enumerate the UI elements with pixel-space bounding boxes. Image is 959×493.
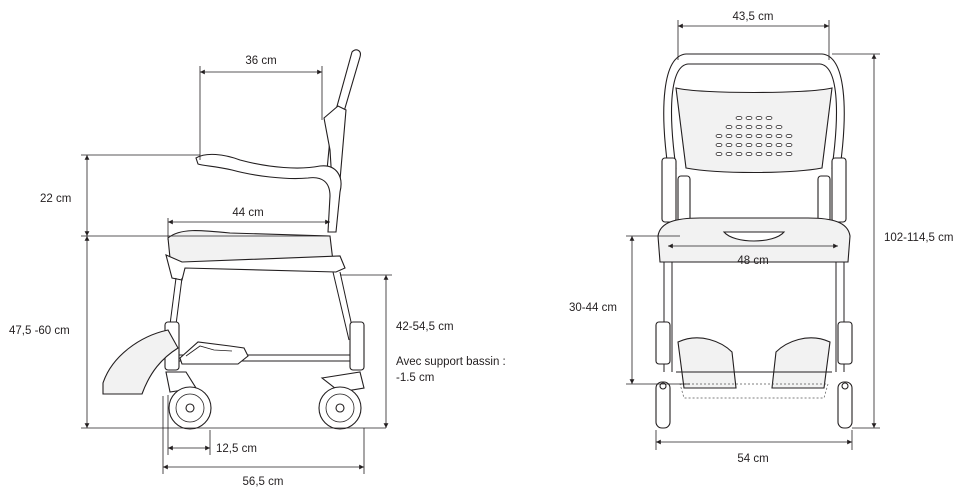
perforation-dot: [735, 152, 743, 156]
perforation-dot: [725, 134, 733, 138]
side-armrest: [195, 153, 342, 233]
label-armrest-height: 22 cm: [40, 193, 71, 205]
perforation-dot: [765, 134, 773, 138]
perforation-dot: [785, 134, 793, 138]
perforation-dot: [775, 134, 783, 138]
perforation-dot: [755, 125, 763, 129]
perforation-dot: [735, 116, 743, 120]
perforation-dot: [745, 116, 753, 120]
perforation-dot: [745, 152, 753, 156]
front-view-chair-drawing: [655, 53, 853, 429]
perforation-dot: [775, 143, 783, 147]
front-view-dimensions: [626, 20, 880, 450]
side-rear-caster-housing: [349, 321, 365, 371]
perforation-dot: [785, 143, 793, 147]
front-right-footrest: [771, 337, 831, 389]
perforation-dot: [745, 125, 753, 129]
label-overall-height: 102-114,5 cm: [884, 232, 953, 244]
side-seat-lower-frame: [165, 254, 346, 281]
perforation-dot: [755, 152, 763, 156]
perforation-dot: [775, 125, 783, 129]
label-seat-height-pan: 42-54,5 cm: [396, 321, 454, 333]
label-seat-depth: 44 cm: [232, 207, 263, 219]
perforation-dot: [715, 152, 723, 156]
perforation-dot: [785, 152, 793, 156]
perforation-dot: [775, 152, 783, 156]
perforation-dot: [725, 143, 733, 147]
front-right-caster: [837, 381, 853, 429]
label-backrest-armrest-depth: 36 cm: [245, 55, 276, 67]
perforation-dot: [715, 143, 723, 147]
label-backrest-width: 43,5 cm: [733, 11, 774, 23]
front-backrest-shell: [675, 87, 833, 174]
perforation-dot: [745, 143, 753, 147]
perforation-dot: [755, 134, 763, 138]
perforation-dot: [745, 134, 753, 138]
label-seat-to-footrest: 30-44 cm: [569, 302, 617, 314]
perforation-dot: [715, 134, 723, 138]
front-right-side-frame: [831, 157, 847, 223]
perforation-dot: [765, 152, 773, 156]
side-view-chair-drawing: [102, 49, 365, 430]
side-foot-platform: [179, 341, 249, 365]
perforation-dot: [765, 143, 773, 147]
label-front-offset: 12,5 cm: [216, 443, 257, 455]
perforation-dot: [755, 116, 763, 120]
front-backrest-perforations: [715, 116, 793, 156]
label-bedpan-note-2: -1.5 cm: [396, 372, 434, 384]
perforation-dot: [735, 143, 743, 147]
label-overall-depth: 56,5 cm: [243, 476, 284, 488]
side-footrest: [102, 329, 179, 395]
perforation-dot: [765, 116, 773, 120]
label-overall-width: 54 cm: [737, 453, 768, 465]
perforation-dot: [735, 134, 743, 138]
label-bedpan-note-1: Avec support bassin :: [396, 356, 506, 368]
front-left-footrest: [677, 337, 737, 389]
perforation-dot: [765, 125, 773, 129]
perforation-dot: [725, 125, 733, 129]
front-left-side-frame: [661, 157, 677, 223]
perforation-dot: [755, 143, 763, 147]
side-view-dimensions: [81, 66, 392, 474]
front-left-caster: [655, 381, 671, 429]
label-seat-width: 48 cm: [737, 255, 768, 267]
label-seat-height: 47,5 -60 cm: [9, 325, 70, 337]
perforation-dot: [735, 125, 743, 129]
front-seat-cutout: [722, 231, 786, 242]
perforation-dot: [725, 152, 733, 156]
